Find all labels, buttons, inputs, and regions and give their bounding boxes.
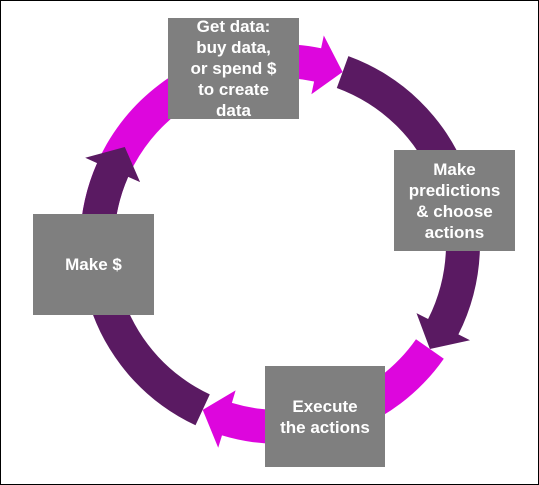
step-get-data-line: buy data, — [196, 38, 271, 57]
step-make-predictions-line: & choose — [416, 201, 493, 221]
step-get-data-line: or spend $ — [190, 59, 277, 78]
step-get-data-line: Get data: — [196, 17, 271, 36]
arrow-segment-right — [336, 56, 480, 349]
step-execute-actions: Execute the actions — [265, 366, 385, 467]
step-make-money-line: Make $ — [65, 255, 122, 274]
step-make-money: Make $ — [33, 214, 154, 315]
step-make-predictions: Make predictions & choose actions — [394, 150, 515, 251]
step-get-data-line: data — [216, 101, 251, 120]
step-execute-actions-line: Execute — [292, 396, 358, 416]
step-get-data-line: to create — [198, 80, 269, 99]
step-make-predictions-line: Make — [433, 159, 476, 179]
step-make-predictions-line: actions — [424, 222, 485, 242]
step-make-predictions-line: predictions — [408, 180, 501, 200]
step-execute-actions-line: the actions — [280, 417, 370, 437]
step-get-data: Get data: buy data, or spend $ to create… — [168, 17, 299, 120]
arrow-segment-bottom — [202, 339, 444, 448]
arrow-segment-top — [79, 35, 343, 279]
